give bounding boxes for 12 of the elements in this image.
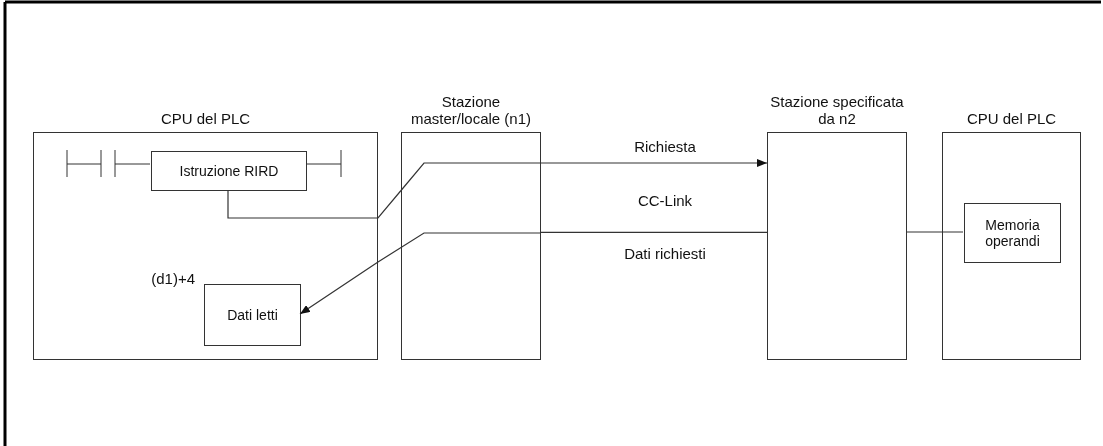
process-box (964, 203, 1061, 263)
box-heading: Stazione master/locale (n1) (409, 93, 532, 127)
box-text: Memoria operandi (984, 217, 1041, 249)
address-label: (d1)+4 (151, 271, 195, 287)
arrow (400, 159, 768, 192)
box-text: Dati letti (227, 307, 278, 323)
arrow (299, 232, 542, 315)
box-text: Istruzione RIRD (179, 163, 279, 179)
box-heading: Stazione specificata da n2 (769, 93, 905, 127)
box-heading: CPU del PLC (965, 110, 1058, 127)
process-box (151, 151, 307, 191)
box-heading: CPU del PLC (159, 110, 252, 127)
